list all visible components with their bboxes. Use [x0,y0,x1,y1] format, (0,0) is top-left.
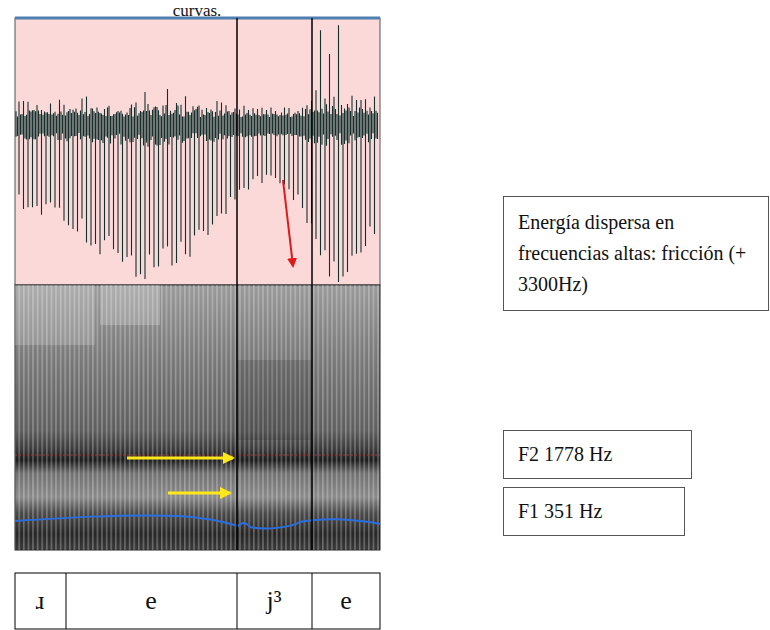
table-divider [66,573,67,629]
segment-table [15,573,380,629]
segment-symbol: e [145,587,157,616]
annotation-box: F2 1778 Hz [503,430,692,479]
f2-arrow [127,457,233,460]
annotation-box: F1 351 Hz [503,487,685,536]
annotation-text: Energía dispersa en frecuencias altas: f… [518,207,756,300]
table-divider [237,573,238,629]
light-patch [100,285,160,325]
waveform [16,25,378,282]
f1-arrow [168,492,230,495]
annotation-box: Energía dispersa en frecuencias altas: f… [503,196,769,311]
friction-arrow [283,180,293,266]
annotation-text: F2 1778 Hz [518,439,679,470]
glottal-striations [15,285,380,550]
table-divider [312,573,313,629]
waveform-panel [15,18,380,285]
spectrogram [15,285,380,550]
caption-fragment: curvas. [173,2,222,21]
cursor-line [15,455,380,456]
segment-boundary [236,18,238,550]
segment-boundary [311,18,313,550]
segment-symbol: j³ [266,587,281,616]
segment-symbol: ɹ [36,587,45,616]
pitch-curve [15,515,380,528]
friction-zone [237,360,312,440]
segment-symbol: e [340,587,352,616]
annotation-text: F1 351 Hz [518,496,672,527]
light-patch [15,285,95,345]
